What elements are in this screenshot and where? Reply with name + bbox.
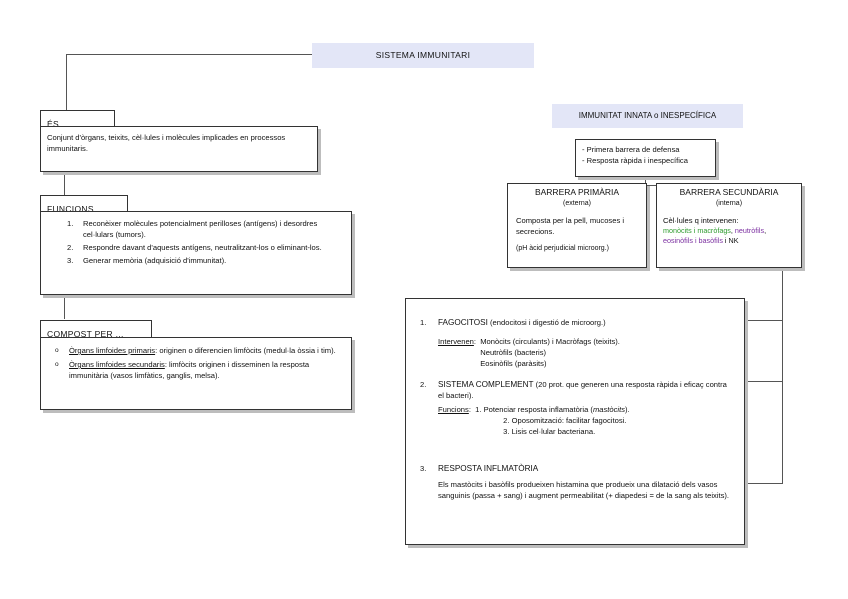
connector-detail-3 [744, 483, 782, 484]
complement-body: Funcions: 1. Potenciar resposta inflamat… [438, 404, 734, 437]
cells-separator: , [730, 226, 735, 235]
secundaria-box: BARRERA SECUNDÀRIA (interna) Cèl·lules q… [656, 183, 802, 268]
funcions-box: 1. Reconèixer molècules potencialment pe… [40, 211, 352, 295]
complement-heading: SISTEMA COMPLEMENT (20 prot. que generen… [438, 379, 734, 401]
fago-label-text: Intervenen [438, 337, 474, 346]
funcions-item-text: Reconèixer molècules potencialment peril… [83, 219, 318, 239]
complement-line: 1. Potenciar resposta inflamatòria (mast… [475, 404, 629, 415]
connector-title-v [66, 54, 67, 111]
inflam-section: 3. RESPOSTA INFLMATÒRIA [420, 463, 734, 474]
funcions-heading: FUNCIONS [47, 204, 94, 214]
diagram-title-text: SISTEMA IMMUNITARI [375, 50, 471, 60]
funcions-item-num: 1. [67, 219, 74, 228]
innata-point: - Resposta ràpida i inespecífica [582, 156, 688, 165]
compost-item: o Òrgans limfoides secundaris: limfòcits… [55, 359, 343, 381]
funcions-item: 3. Generar memòria (adquisició d'immunit… [67, 255, 343, 266]
complement-section: 2. SISTEMA COMPLEMENT (20 prot. que gene… [420, 379, 734, 401]
inflam-body: Els mastòcits i basòfils produeixen hist… [438, 480, 730, 500]
funcions-heading-box: FUNCIONS [40, 195, 128, 214]
fago-num: 1. [420, 318, 427, 327]
connector-title-h [66, 54, 312, 55]
funcions-item-num: 3. [67, 256, 74, 265]
connector-funcions-compost [64, 294, 65, 319]
compost-item-desc: : originen o diferencien limfòcits (medu… [155, 346, 336, 355]
innata-point: - Primera barrera de defensa [582, 145, 680, 154]
fago-line: Monòcits (circulants) i Macròfags (teixi… [480, 337, 620, 346]
es-heading-box: ÉS ... [40, 110, 115, 129]
compost-box: o Òrgans limfoides primaris: originen o … [40, 337, 352, 410]
es-body: Conjunt d'òrgans, teixits, cèl·lules i m… [47, 133, 286, 153]
complement-label: Funcions: [438, 405, 476, 414]
connector-detail-1 [744, 320, 782, 321]
funcions-item-text: Generar memòria (adquisició d'immunitat)… [83, 256, 227, 265]
secundaria-intro: Cèl·lules q intervenen: [663, 216, 739, 225]
compost-item-text: Òrgans limfoides secundaris: limfòcits o… [69, 359, 343, 381]
connector-detail-2 [744, 381, 782, 382]
secundaria-cells: monòcits i macròfags, neutròfils, eosinò… [663, 226, 795, 246]
innata-title: IMMUNITAT INNATA o INESPECÍFICA [552, 104, 743, 128]
compost-item-term: Òrgans limfoides primaris [69, 346, 156, 355]
complement-num: 2. [420, 380, 427, 389]
diagram-title: SISTEMA IMMUNITARI [312, 43, 534, 68]
fago-label: Intervenen: [438, 337, 481, 346]
funcions-item: 2. Respondre davant d'aquests antígens, … [67, 242, 343, 253]
primaria-box: BARRERA PRIMÀRIA (externa) Composta per … [507, 183, 647, 268]
inflam-num: 3. [420, 464, 427, 473]
funcions-item-text: Respondre davant d'aquests antígens, neu… [83, 243, 322, 252]
primaria-note: (pH àcid perjudicial microorg.) [516, 245, 609, 252]
complement-title-note: (20 prot. que generen una resposta ràpid… [438, 380, 727, 400]
fago-line: Eosinòfils (paràsits) [480, 359, 547, 368]
fago-title-note: (endocitosi i digestió de microorg.) [487, 318, 606, 327]
cells-neutrofils: neutròfils [734, 226, 765, 235]
es-box: Conjunt d'òrgans, teixits, cèl·lules i m… [40, 126, 318, 172]
innata-points-box: - Primera barrera de defensa - Resposta … [575, 139, 716, 177]
cells-monocits: monòcits i macròfags [663, 226, 731, 235]
fago-body: Intervenen: Monòcits (circulants) i Macr… [438, 336, 734, 369]
primaria-body: Composta per la pell, mucoses i secrecio… [516, 216, 625, 236]
connector-secundaria-v [782, 268, 783, 484]
compost-item-text: Òrgans limfoides primaris: originen o di… [69, 345, 336, 356]
bullet-icon: o [55, 347, 59, 354]
fago-heading: FAGOCITOSI (endocitosi i digestió de mic… [438, 317, 606, 328]
fago-title: FAGOCITOSI [438, 318, 488, 327]
detail-box: 1. FAGOCITOSI (endocitosi i digestió de … [405, 298, 745, 545]
primaria-title: BARRERA PRIMÀRIA [534, 187, 620, 197]
cells-nk: i NK [722, 236, 739, 245]
compost-item-desc: : limfòcits originen i disseminen la res… [69, 360, 310, 380]
cells-separator: , [764, 226, 767, 235]
fago-section: 1. FAGOCITOSI (endocitosi i digestió de … [420, 317, 734, 328]
primaria-subtitle: (externa) [562, 200, 591, 207]
secundaria-subtitle: (interna) [715, 200, 743, 207]
connector-es-funcions [64, 172, 65, 196]
es-heading: ÉS ... [47, 119, 70, 129]
complement-line-b: ). [625, 405, 630, 414]
compost-item-term: Òrgans limfoides secundaris [69, 360, 165, 369]
complement-line: 2. Oposomització: facilitar fagocitosi. [503, 416, 627, 425]
connector-innata-barrers [645, 177, 646, 185]
funcions-item-num: 2. [67, 243, 74, 252]
inflam-title: RESPOSTA INFLMATÒRIA [438, 464, 539, 473]
complement-lines: 1. Potenciar resposta inflamatòria (mast… [475, 404, 629, 437]
funcions-item: 1. Reconèixer molècules potencialment pe… [67, 218, 343, 240]
compost-item: o Òrgans limfoides primaris: originen o … [55, 345, 343, 356]
complement-label-text: Funcions [438, 405, 469, 414]
innata-title-text: IMMUNITAT INNATA o INESPECÍFICA [578, 111, 717, 120]
complement-title: SISTEMA COMPLEMENT [438, 380, 534, 389]
complement-line: 3. Lisis cel·lular bacteriana. [503, 427, 596, 436]
compost-heading: COMPOST PER ... [47, 329, 124, 339]
complement-line-italic: mastòcits [592, 405, 626, 414]
bullet-icon: o [55, 361, 59, 368]
fago-line: Neutròfils (bacteris) [480, 348, 547, 357]
compost-heading-box: COMPOST PER ... [40, 320, 152, 339]
cells-eosinofils: eosinòfils i basòfils [663, 236, 723, 245]
fago-lines: Monòcits (circulants) i Macròfags (teixi… [480, 336, 620, 369]
secundaria-title: BARRERA SECUNDÀRIA [679, 187, 779, 197]
complement-line-a: 1. Potenciar resposta inflamatòria ( [475, 405, 593, 414]
